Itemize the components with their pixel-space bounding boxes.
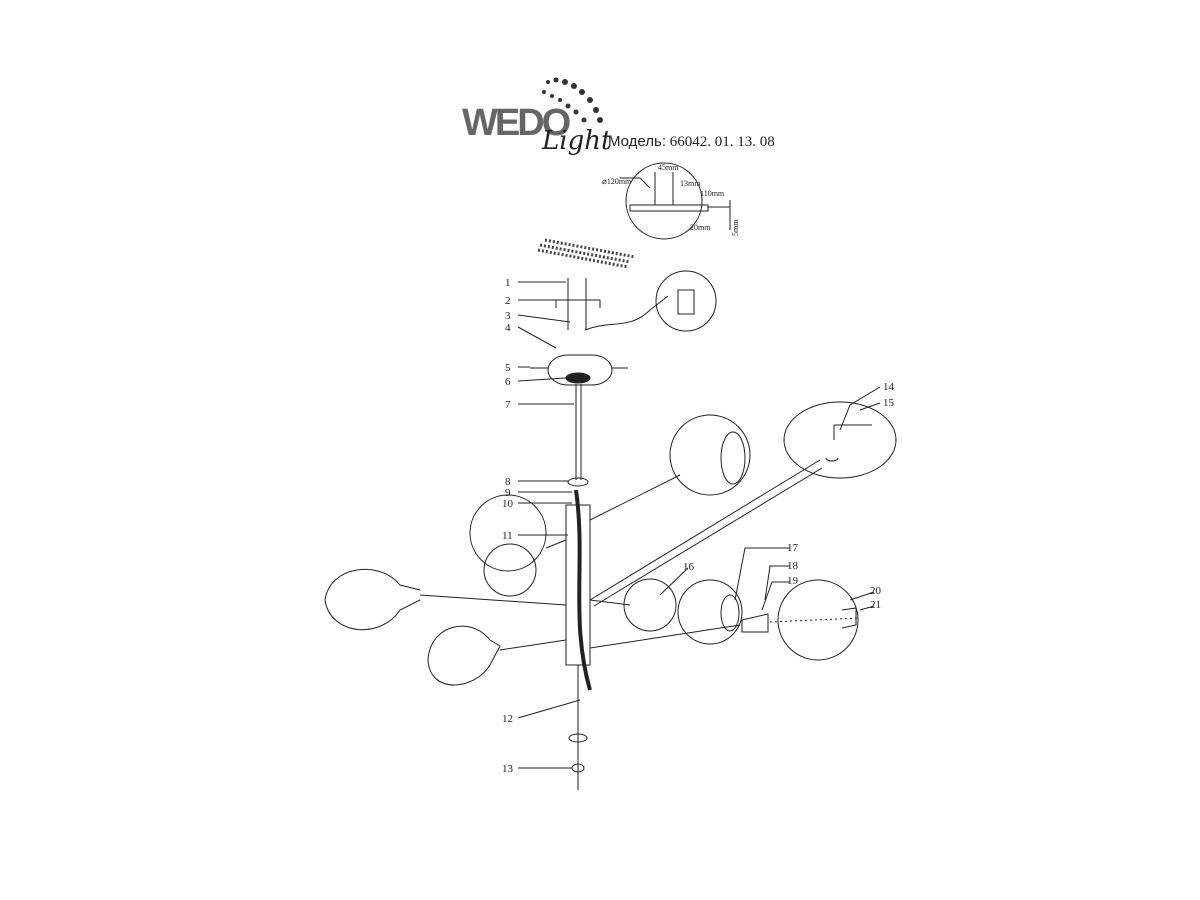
callout-2: 2 — [505, 295, 511, 307]
callout-9: 9 — [505, 487, 511, 499]
mounting-plate-detail: ⌀120mm 45mm 13mm 110mm 20mm 5mm — [602, 162, 740, 240]
arms-and-shades — [324, 401, 897, 686]
callout-11: 11 — [502, 530, 513, 542]
callout-10: 10 — [502, 498, 514, 510]
callout-19: 19 — [787, 575, 799, 587]
logo-swirl — [542, 77, 603, 123]
callout-21: 21 — [870, 599, 881, 611]
ceiling-hatch — [537, 238, 636, 269]
callout-12: 12 — [502, 713, 513, 725]
dim-13: 13mm — [680, 179, 701, 188]
callout-1: 1 — [505, 277, 511, 289]
callout-15: 15 — [883, 397, 895, 409]
model-label: Модель: — [608, 133, 667, 150]
callout-8: 8 — [505, 476, 511, 488]
dim-5: 5mm — [731, 219, 740, 236]
central-body — [565, 384, 592, 790]
model-number: Модель: 66042. 01. 13. 08 — [608, 133, 775, 151]
callout-labels: 1 2 3 4 5 6 7 8 9 10 11 12 13 14 15 16 1… — [502, 277, 895, 775]
callout-5: 5 — [505, 362, 511, 374]
callout-7: 7 — [505, 399, 511, 411]
callout-3: 3 — [505, 310, 511, 322]
brand-logo: WEDO Light — [462, 100, 611, 160]
callout-14: 14 — [883, 381, 895, 393]
callout-17: 17 — [787, 542, 799, 554]
logo-sub: Light — [542, 126, 612, 156]
dim-diameter: ⌀120mm — [602, 177, 632, 186]
callout-16: 16 — [683, 561, 695, 573]
dim-110: 110mm — [700, 189, 725, 198]
model-value: 66042. 01. 13. 08 — [669, 134, 775, 150]
callout-4: 4 — [505, 322, 511, 334]
callout-18: 18 — [787, 560, 799, 572]
canopy-assembly — [530, 270, 717, 386]
callout-6: 6 — [505, 376, 511, 388]
callout-13: 13 — [502, 763, 514, 775]
dim-45: 45mm — [658, 163, 679, 172]
logo-brand: WEDO — [462, 102, 571, 144]
callout-20: 20 — [870, 585, 882, 597]
dim-20: 20mm — [690, 223, 711, 232]
